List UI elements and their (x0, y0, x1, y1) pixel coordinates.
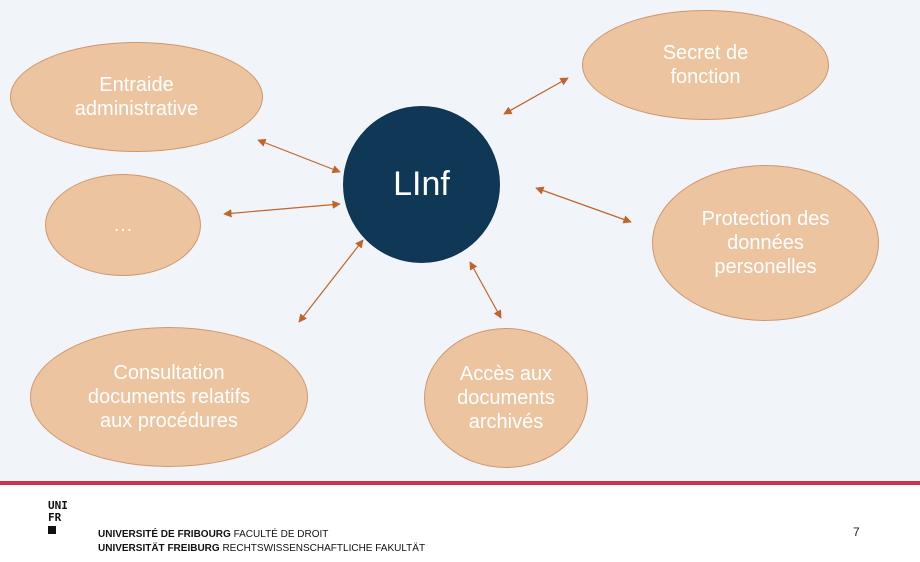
center-node-label: LInf (393, 165, 450, 203)
node-consultation: Consultation documents relatifs aux proc… (30, 327, 308, 467)
arrow-secret (503, 77, 569, 115)
university-name-de: UNIVERSITÄT FREIBURG (98, 543, 220, 554)
node-secret: Secret de fonction (582, 10, 829, 120)
node-acces-label: Accès aux documents archivés (457, 363, 555, 433)
slide-area: Entraide administrative … Consultation d… (0, 0, 920, 481)
arrow-entraide (257, 138, 341, 174)
faculty-name-de: RECHTSWISSENSCHAFTLICHE FAKULTÄT (222, 543, 426, 554)
node-ellipsis-label: … (113, 214, 133, 236)
logo-square-icon (48, 526, 56, 534)
institution-line-fr: UNIVERSITÉ DE FRIBOURG FACULTÉ DE DROIT (98, 528, 425, 542)
arrow-protection (535, 186, 632, 224)
node-entraide: Entraide administrative (10, 42, 263, 152)
institution-line-de: UNIVERSITÄT FREIBURG RECHTSWISSENSCHAFTL… (98, 542, 425, 556)
node-secret-label: Secret de fonction (662, 42, 749, 88)
arrow-ellipsis (223, 200, 341, 218)
unifr-logo: UNI FR (48, 500, 70, 534)
university-name-fr: UNIVERSITÉ DE FRIBOURG (98, 529, 231, 540)
node-entraide-label: Entraide administrative (74, 74, 199, 120)
node-protection-label: Protection des données personelles (701, 208, 830, 278)
connector-layer (223, 77, 632, 323)
center-node-linf: LInf (343, 106, 500, 263)
institution-text: UNIVERSITÉ DE FRIBOURG FACULTÉ DE DROIT … (98, 528, 425, 556)
faculty-name-fr: FACULTÉ DE DROIT (233, 529, 329, 540)
page-number: 7 (853, 525, 860, 539)
arrow-acces (469, 261, 502, 319)
node-consultation-label: Consultation documents relatifs aux proc… (87, 362, 251, 432)
logo-line-1: UNI (48, 499, 68, 512)
logo-line-2: FR (48, 511, 62, 524)
node-ellipsis: … (45, 174, 201, 276)
node-protection: Protection des données personelles (652, 165, 879, 321)
footer-divider (0, 481, 920, 485)
node-acces: Accès aux documents archivés (424, 328, 588, 468)
arrow-consultation (298, 239, 364, 323)
